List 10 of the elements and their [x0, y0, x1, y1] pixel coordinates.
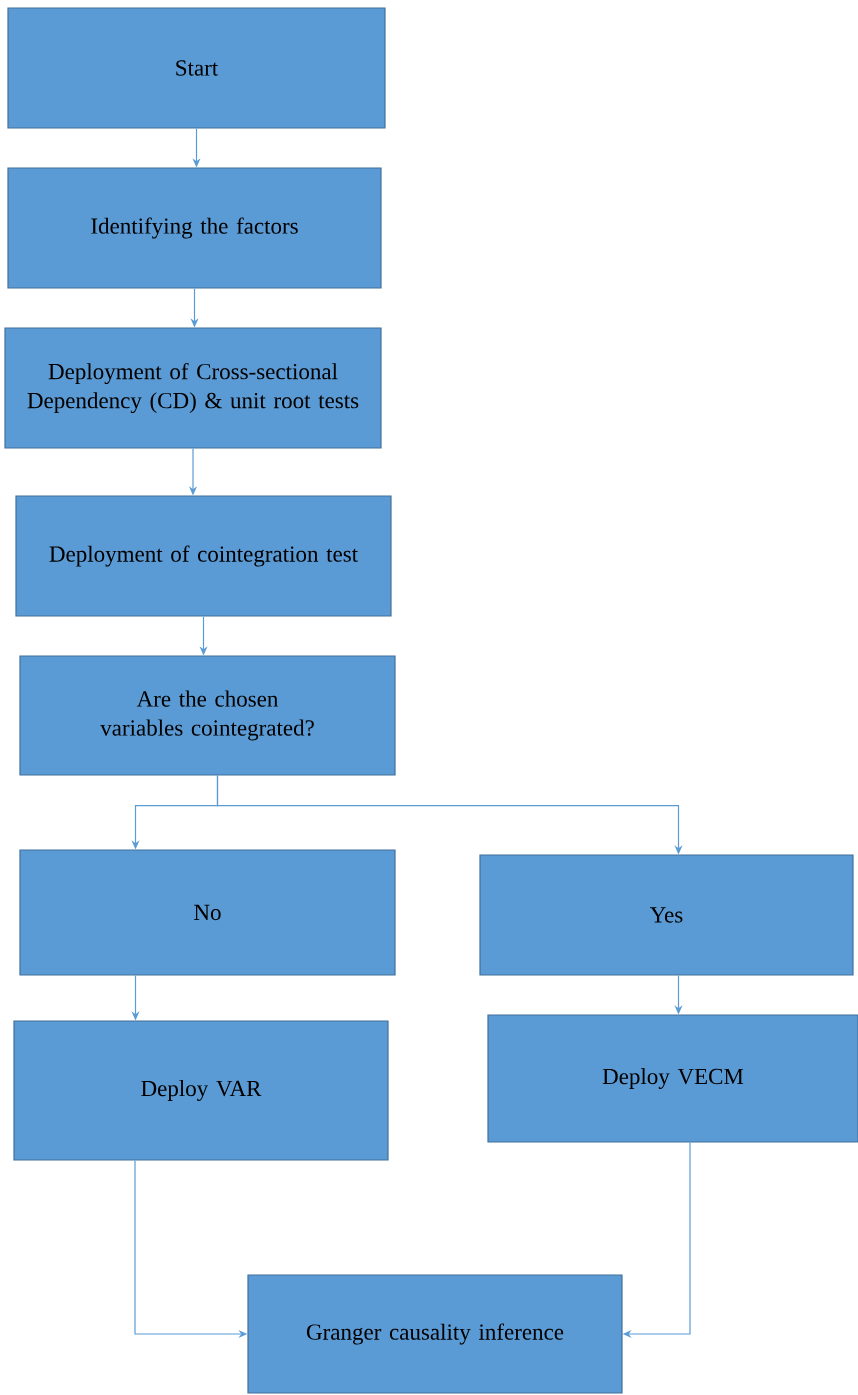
process-box: Identifying the factors: [7, 167, 382, 289]
process-box: Yes: [479, 854, 854, 976]
process-box: Deploy VAR: [13, 1020, 389, 1161]
process-box: Deployment of Cross-sectional Dependency (CD) & unit root tests: [4, 327, 382, 449]
process-box: Granger causality inference: [247, 1274, 623, 1394]
process-box: Deployment of cointegration test: [15, 495, 392, 617]
process-box: No: [19, 849, 396, 976]
process-box: Deploy VECM: [487, 1014, 858, 1143]
process-box: Start: [7, 7, 386, 129]
process-box: Are the chosen variables cointegrated?: [19, 655, 396, 776]
